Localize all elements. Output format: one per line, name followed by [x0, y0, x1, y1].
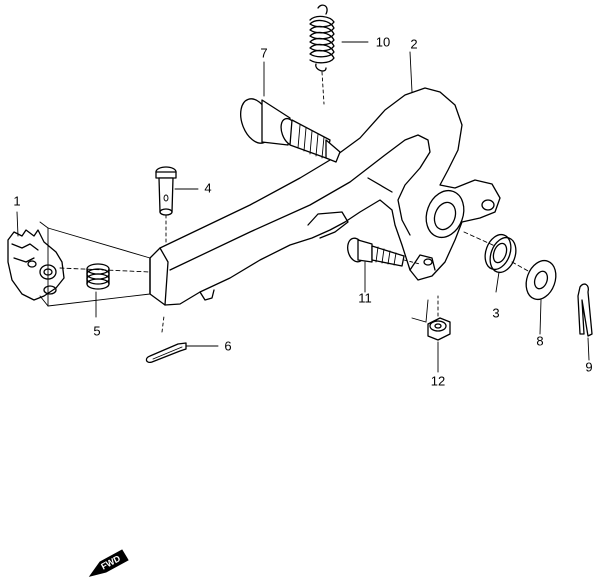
- bushing-part[interactable]: [481, 231, 521, 276]
- callout-10: 10: [376, 34, 390, 49]
- brake-pedal-arm[interactable]: [149, 87, 501, 306]
- callout-6: 6: [224, 338, 231, 353]
- small-spring-part[interactable]: [86, 263, 110, 290]
- washer-part[interactable]: [521, 256, 561, 303]
- cotter-pin-right-part[interactable]: [577, 283, 593, 337]
- callout-labels: 1 2 3 4 5 6 7 8 9 10 11 12: [13, 34, 592, 388]
- nut-part[interactable]: [427, 295, 451, 341]
- cotter-pin-part[interactable]: [145, 315, 187, 364]
- callout-1: 1: [13, 193, 20, 208]
- clevis-pin-part[interactable]: [155, 166, 177, 243]
- assembly-guide-lines: [39, 221, 531, 323]
- callout-2: 2: [410, 36, 417, 51]
- callout-11: 11: [358, 290, 372, 305]
- callout-5: 5: [93, 323, 100, 338]
- callout-8: 8: [536, 333, 543, 348]
- callout-9: 9: [585, 359, 592, 374]
- return-spring-part[interactable]: [309, 4, 335, 105]
- callout-7: 7: [260, 45, 267, 60]
- clevis-bracket-part[interactable]: [7, 229, 65, 301]
- bolt-part[interactable]: [345, 236, 421, 267]
- leader-lines: [16, 41, 590, 373]
- callout-3: 3: [492, 305, 499, 320]
- callout-12: 12: [431, 373, 445, 388]
- callout-4: 4: [204, 180, 211, 195]
- pin-bolt-part[interactable]: [235, 95, 341, 163]
- fwd-arrow-icon: FWD: [88, 549, 129, 577]
